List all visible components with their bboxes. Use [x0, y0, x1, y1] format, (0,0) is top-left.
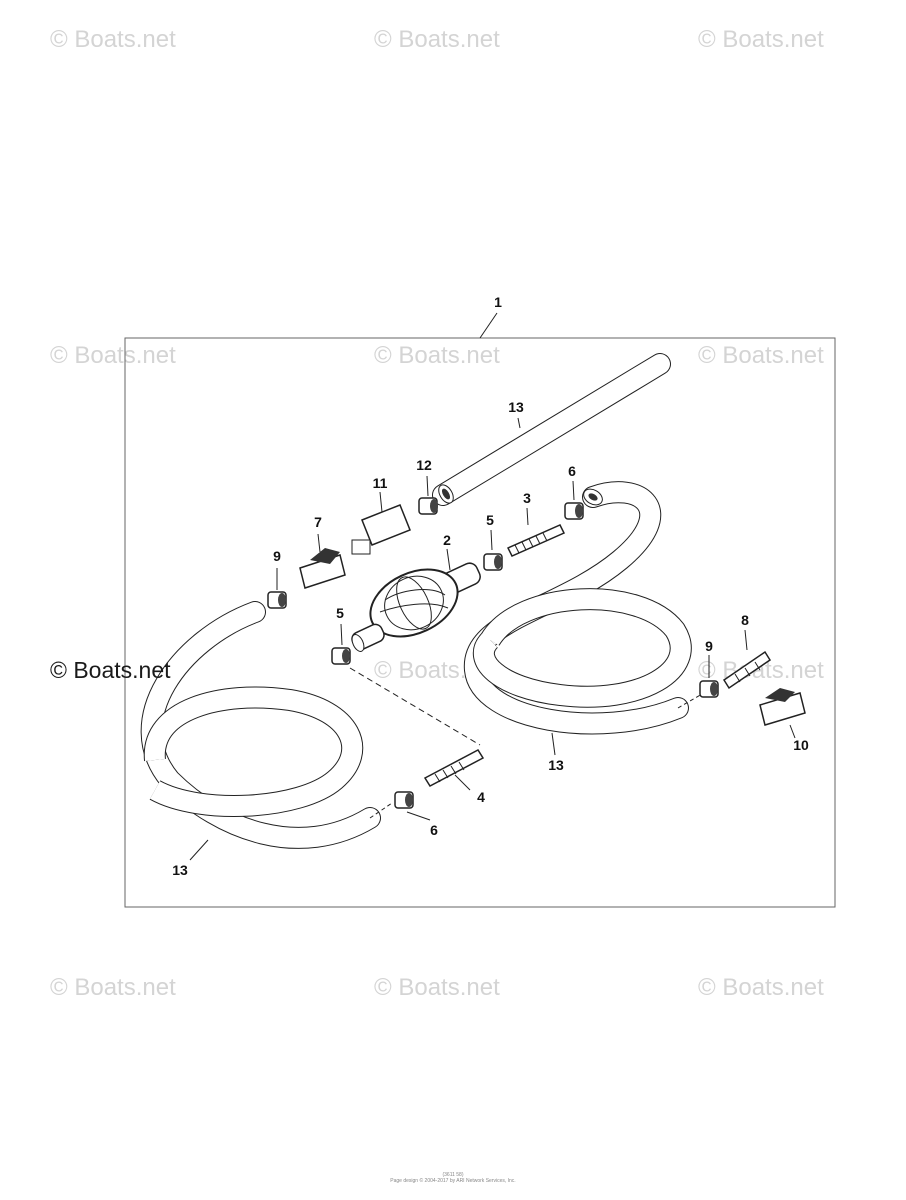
leader-line	[426, 475, 429, 497]
leader-line	[446, 548, 451, 571]
footer-diagram-code: (3611 58)	[442, 1172, 464, 1178]
callout-6: 6	[430, 822, 438, 838]
callout-2: 2	[443, 532, 451, 548]
hose-clamp	[418, 497, 438, 515]
callout-1: 1	[494, 294, 502, 310]
footer-copyright: Page design © 2004-2017 by ARI Network S…	[390, 1178, 516, 1184]
leader-line	[744, 629, 748, 651]
callout-10: 10	[793, 737, 809, 753]
callout-5: 5	[336, 605, 344, 621]
hose-clamp	[331, 647, 351, 665]
watermark: © Boats.net	[374, 342, 500, 369]
callout-7: 7	[314, 514, 322, 530]
leader-line	[479, 312, 498, 339]
hose-clamp	[267, 591, 287, 609]
leader-line	[454, 774, 471, 791]
leader-line	[340, 623, 343, 646]
callout-13: 13	[172, 862, 188, 878]
fuel-connector	[299, 533, 346, 589]
fuel-connector	[759, 688, 806, 739]
hose-clamp	[483, 553, 503, 571]
callout-8: 8	[741, 612, 749, 628]
watermark: © Boats.net	[50, 974, 176, 1001]
coiled-hose-right	[463, 481, 703, 735]
leader-line	[406, 811, 431, 821]
watermark: © Boats.net	[50, 26, 176, 53]
leader-line	[517, 417, 521, 429]
hose-fitting	[423, 749, 485, 791]
watermark: © Boats.net	[374, 26, 500, 53]
callout-12: 12	[416, 457, 432, 473]
callout-9: 9	[705, 638, 713, 654]
leader-line	[317, 533, 321, 553]
callout-9: 9	[273, 548, 281, 564]
callout-5: 5	[486, 512, 494, 528]
hose-fitting	[722, 629, 772, 690]
watermark: © Boats.net	[50, 342, 176, 369]
leader-line	[490, 529, 493, 551]
callout-6: 6	[568, 463, 576, 479]
watermark: © Boats.net	[698, 974, 824, 1001]
callout-13: 13	[508, 399, 524, 415]
fuel-connector	[351, 491, 411, 555]
leader-line	[572, 480, 575, 501]
hose-clamp	[394, 791, 414, 809]
leader-line	[379, 491, 383, 513]
callout-4: 4	[477, 789, 485, 805]
watermark: © Boats.net	[698, 342, 824, 369]
callout-13: 13	[548, 757, 564, 773]
watermark: © Boats.net	[698, 26, 824, 53]
leader-line	[189, 839, 209, 861]
callout-11: 11	[373, 475, 388, 491]
watermark: © Boats.net	[50, 657, 171, 683]
straight-hose	[432, 353, 671, 506]
watermark: © Boats.net	[374, 974, 500, 1001]
footer: (3611 58) Page design © 2004-2017 by ARI…	[0, 1172, 906, 1184]
leader-line	[551, 732, 556, 756]
coiled-hose-left	[140, 601, 393, 849]
assembly-line	[349, 667, 481, 746]
leader-line	[526, 507, 529, 526]
callout-3: 3	[523, 490, 531, 506]
hose-clamp	[699, 680, 719, 698]
hose-fitting	[506, 507, 566, 557]
primer-bulb	[351, 562, 481, 652]
hose-clamp	[564, 502, 584, 520]
leader-line	[789, 724, 796, 739]
